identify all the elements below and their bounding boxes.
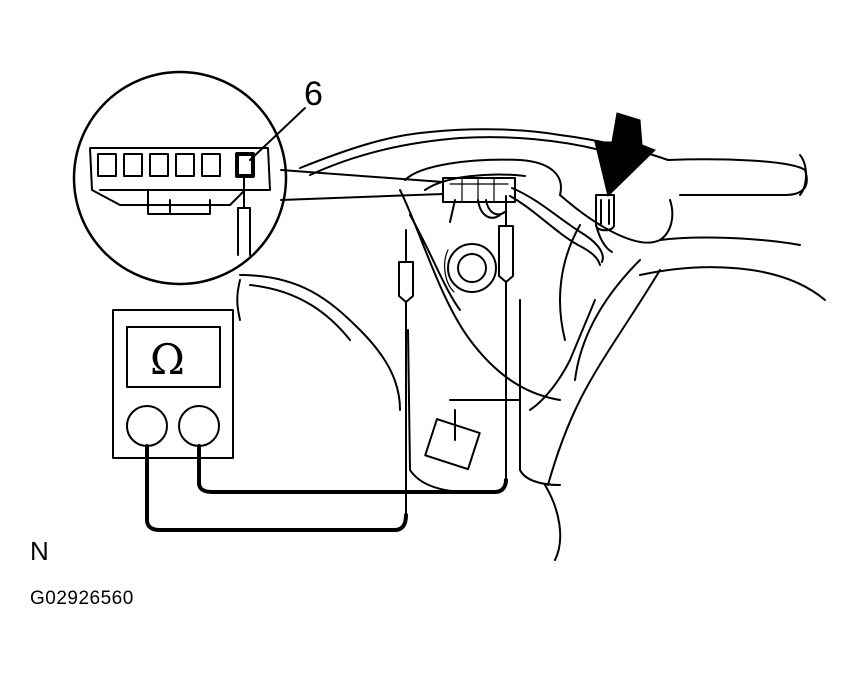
figure-code: G02926560 <box>30 588 134 609</box>
callout-number: 6 <box>304 75 323 113</box>
ohmmeter-icon: Ω <box>112 309 234 459</box>
connector-inset <box>72 70 288 286</box>
target-connector <box>595 194 615 253</box>
test-leads <box>145 444 508 532</box>
ohm-symbol: Ω <box>150 335 185 384</box>
down-arrow-icon <box>594 112 656 197</box>
inset-projection-lines <box>280 169 444 201</box>
callout-6: 6 <box>249 75 323 161</box>
column-connector <box>442 177 516 223</box>
steering-column-outline <box>236 128 826 561</box>
view-letter: N <box>30 536 49 566</box>
left-test-probe <box>398 229 414 516</box>
wire-harness <box>509 187 604 266</box>
right-test-probe <box>498 195 514 481</box>
